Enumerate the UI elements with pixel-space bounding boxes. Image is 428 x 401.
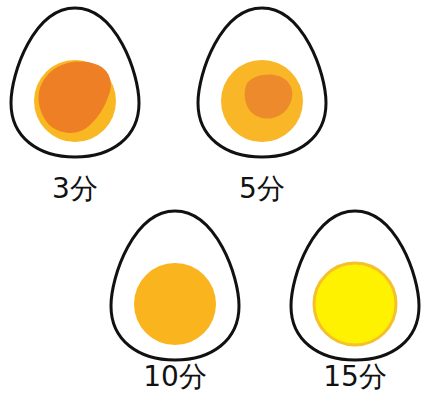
egg-yolk	[34, 60, 116, 142]
egg-outline	[8, 5, 142, 160]
egg-node: 15分	[288, 208, 422, 393]
egg-outline	[108, 208, 242, 363]
runny-yolk	[245, 74, 293, 118]
egg-white	[198, 8, 326, 157]
egg-white	[291, 211, 419, 360]
egg-node: 3分	[8, 5, 142, 205]
egg-white	[111, 211, 239, 360]
egg-yolk	[134, 263, 216, 345]
time-label: 3分	[8, 173, 142, 205]
runny-yolk	[39, 62, 111, 133]
time-label: 10分	[108, 361, 242, 393]
time-label: 15分	[288, 361, 422, 393]
egg-yolk	[221, 60, 303, 142]
egg-yolk	[314, 263, 396, 345]
egg-white	[11, 8, 139, 157]
egg-node: 10分	[108, 208, 242, 393]
egg-outline	[288, 208, 422, 363]
time-label: 5分	[195, 173, 329, 205]
egg-node: 5分	[195, 5, 329, 205]
egg-outline	[195, 5, 329, 160]
